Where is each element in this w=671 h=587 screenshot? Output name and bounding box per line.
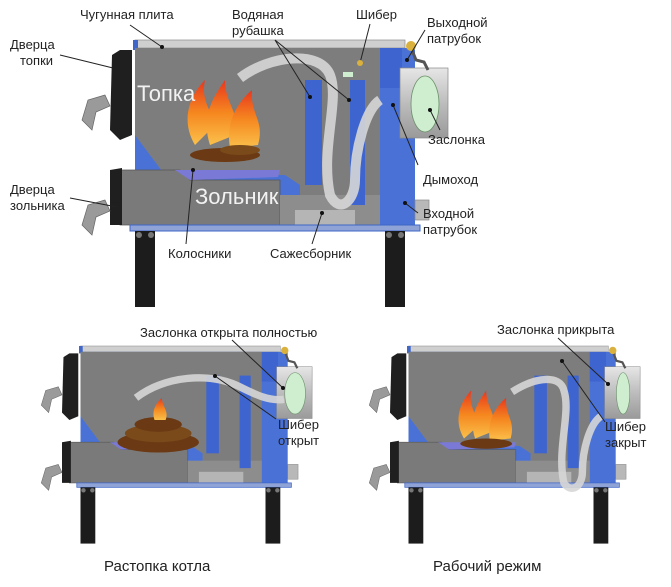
cast-iron-plate-label: Чугунная плита: [80, 7, 174, 22]
firebox-door-label-1: Дверца: [10, 37, 55, 52]
inlet-pipe-label-1: Входной: [423, 206, 474, 221]
flap-partially-closed-label: Заслонка прикрыта: [497, 322, 615, 337]
damper-closed-label-1: Шибер: [605, 419, 646, 434]
flap-label: Заслонка: [428, 132, 486, 147]
soot-collector-label: Сажесборник: [270, 246, 352, 261]
firebox-door-label-2: топки: [20, 53, 53, 68]
firebox-label: Топка: [137, 81, 196, 106]
chimney-label: Дымоход: [423, 172, 478, 187]
kindling-boiler: Заслонка открыта полностью Шибер открыт …: [40, 325, 319, 575]
damper-open-label-2: открыт: [278, 433, 319, 448]
outlet-pipe-label-2: патрубок: [427, 31, 481, 46]
inlet-pipe-label-2: патрубок: [423, 222, 477, 237]
main-boiler: Топка Зольник Чугунная плита Водяная руб…: [10, 7, 488, 309]
ash-door-label-2: зольника: [10, 198, 66, 213]
grates-label: Колосники: [168, 246, 231, 261]
water-jacket-label-2: рубашка: [232, 23, 285, 38]
working-flame-icon: [458, 390, 477, 439]
flap-fully-open-label: Заслонка открыта полностью: [140, 325, 318, 340]
ash-pan-label: Зольник: [195, 184, 279, 209]
smoke-path: [236, 53, 384, 210]
damper-label: Шибер: [356, 7, 397, 22]
flap-disc: [410, 75, 440, 133]
small-flame-icon: [153, 397, 167, 420]
water-jacket-label-1: Водяная: [232, 7, 284, 22]
outlet-pipe-label-1: Выходной: [427, 15, 488, 30]
working-caption: Рабочий режим: [433, 558, 541, 575]
ash-door-label-1: Дверца: [10, 182, 55, 197]
kindling-caption: Растопка котла: [104, 558, 211, 575]
damper-closed-label-2: закрыт: [605, 435, 646, 450]
working-boiler: Заслонка прикрыта Шибер закрыт Рабочий р…: [368, 322, 646, 575]
damper-open-label-1: Шибер: [278, 417, 319, 432]
damper-plate: [343, 72, 353, 77]
flame-icon: [187, 80, 260, 162]
